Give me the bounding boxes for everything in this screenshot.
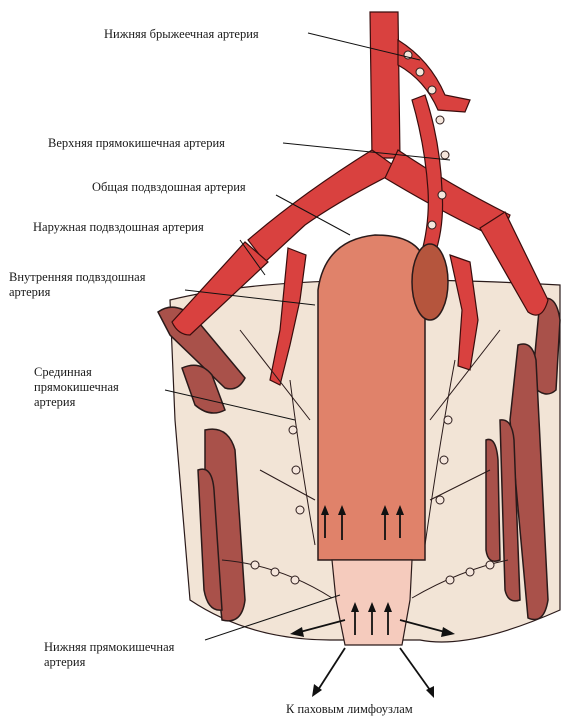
label-middle-rectal-artery: Срединная прямокишечная артерия [34, 365, 119, 410]
label-superior-rectal-artery: Верхняя прямокишечная артерия [48, 136, 225, 151]
label-inferior-mesenteric-artery: Нижняя брыжеечная артерия [104, 27, 259, 42]
aorta [370, 12, 400, 158]
label-inferior-rectal-artery: Нижняя прямокишечная артерия [44, 640, 174, 670]
rectum [318, 235, 425, 560]
sigmoid-loop [412, 244, 448, 320]
label-internal-iliac-artery: Внутренняя подвздошная артерия [9, 270, 145, 300]
label-inguinal-lymph-nodes: К паховым лимфоузлам [286, 702, 413, 717]
label-common-iliac-artery: Общая подвздошная артерия [92, 180, 246, 195]
label-external-iliac-artery: Наружная подвздошная артерия [33, 220, 204, 235]
